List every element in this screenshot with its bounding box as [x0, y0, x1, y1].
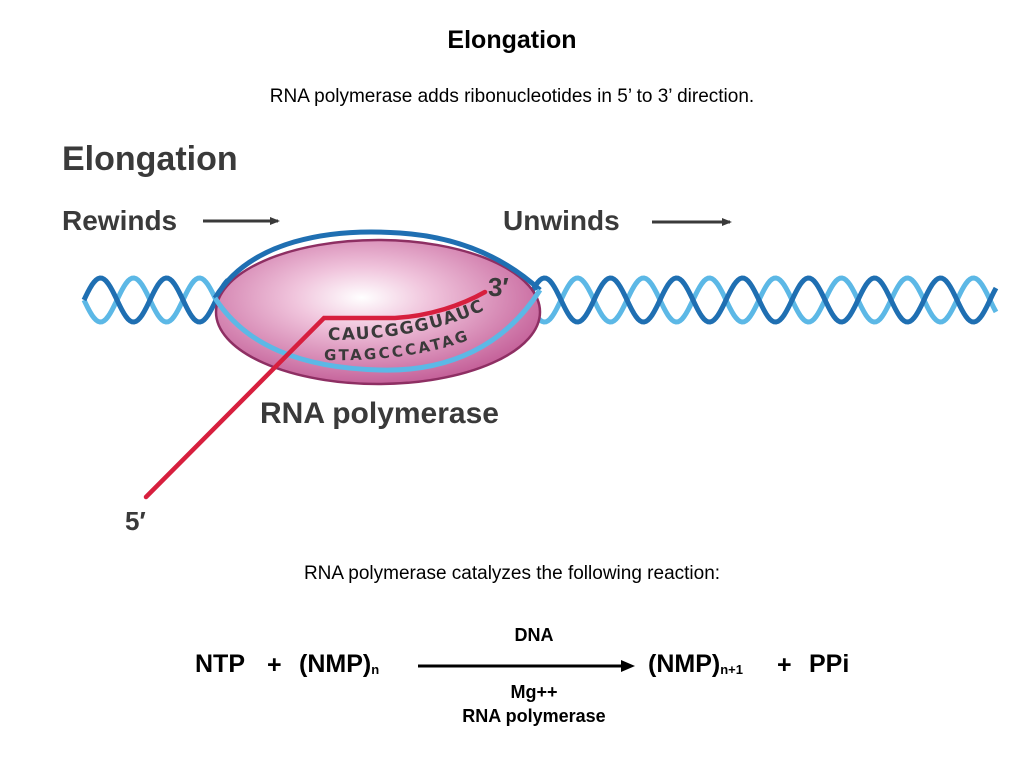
plus-sign-right: + [777, 651, 792, 679]
five-prime-label: 5′ [125, 506, 146, 536]
ppi-term: PPi [809, 650, 850, 678]
catalyst-below-enzyme: RNA polymerase [462, 706, 606, 726]
figure-heading: Elongation [62, 140, 238, 178]
slide-subtitle: RNA polymerase adds ribonucleotides in 5… [269, 86, 755, 107]
nascent-rna [143, 289, 488, 500]
dna-strand-dark-left [81, 275, 230, 325]
nmp-n1-label: (NMP) [648, 650, 721, 678]
dna-strand-light-left [81, 275, 230, 325]
rewinds-label: Rewinds [62, 205, 177, 236]
dna-strand-dark-right [525, 275, 999, 325]
catalyst-above: DNA [514, 625, 554, 645]
reaction-caption: RNA polymerase catalyzes the following r… [303, 563, 721, 584]
plus-sign-left: + [267, 651, 282, 679]
dna-helix-right [525, 275, 999, 325]
nmp-n-subscript: n [371, 662, 380, 677]
slide-title: Elongation [447, 26, 577, 54]
reaction-arrow [418, 660, 635, 672]
dna-strand-light-right [525, 275, 999, 325]
ntp-label: NTP [195, 650, 245, 678]
nmp-n1-term: (NMP)n+1 [648, 650, 743, 679]
nmp-n1-subscript: n+1 [720, 662, 743, 677]
unwinds-label: Unwinds [503, 205, 620, 236]
catalyst-below-mg: Mg++ [510, 682, 558, 702]
nmp-n-term: (NMP)n [299, 650, 379, 679]
three-prime-label: 3′ [488, 272, 509, 302]
rna-polymerase-label: RNA polymerase [260, 397, 499, 430]
ntp-term: NTP [195, 650, 245, 679]
dna-helix-left [81, 275, 230, 325]
nmp-n-label: (NMP) [299, 650, 372, 678]
dna-template-strand-bubble [212, 288, 543, 373]
elongation-diagram: Elongation Rewinds Unwinds CAUCGGGUAUC G… [62, 140, 999, 536]
dna-coding-strand-bubble [212, 229, 542, 300]
